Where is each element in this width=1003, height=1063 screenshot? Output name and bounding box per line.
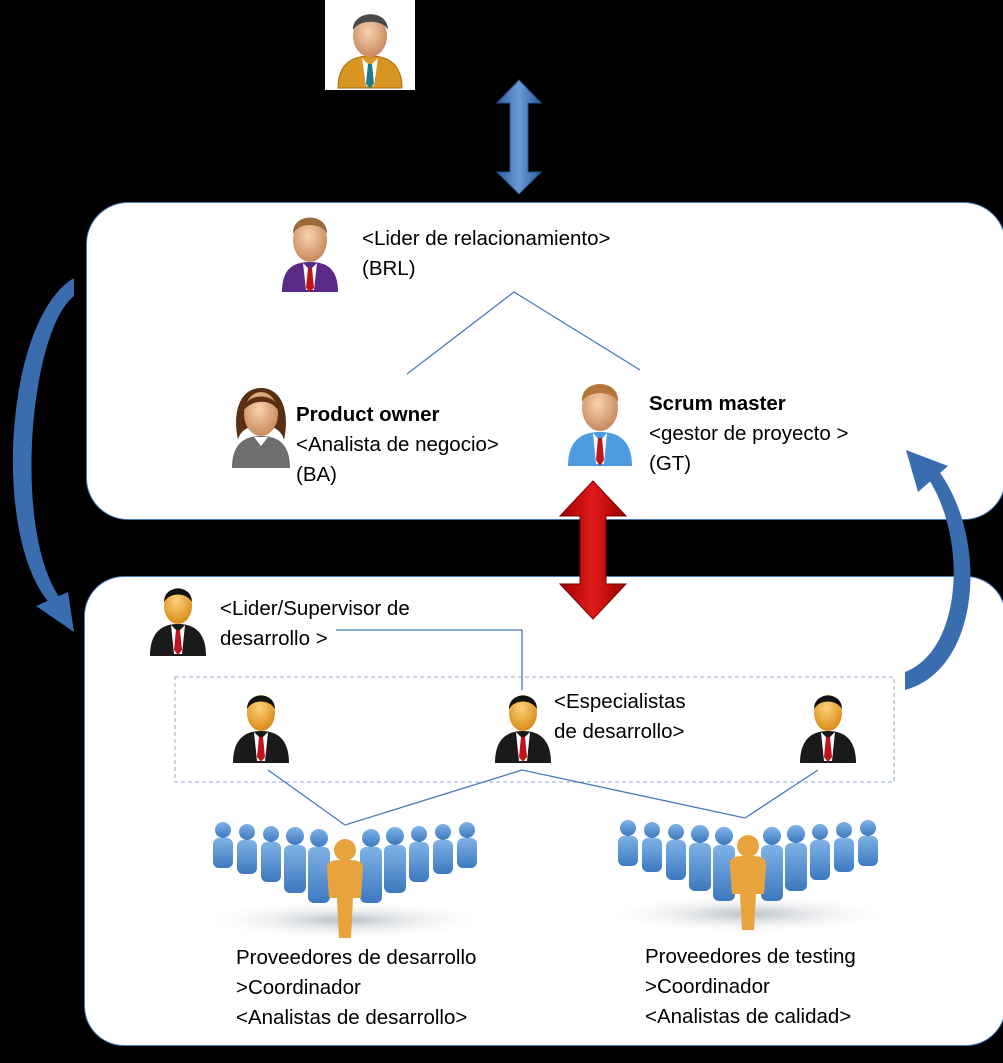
brl-role: <Lider de relacionamiento> [362,227,611,250]
specialists-line2: de desarrollo> [554,720,685,743]
scrum-master-title: Scrum master [649,392,786,415]
brl-label: <Lider de relacionamiento> (BRL) [362,224,610,284]
product-owner-role: <Analista de negocio> [296,433,499,456]
left-curved-arrow [12,278,74,632]
woman-icon [232,388,290,468]
supervisor-line2: desarrollo > [220,627,328,650]
right-curved-arrow [905,450,971,690]
scrum-master-abbr: (GT) [649,452,692,475]
hierarchy-connector [406,291,641,375]
dev-providers-line3: <Analistas de desarrollo> [236,1006,468,1029]
specialists-line1: <Especialistas [554,690,686,713]
product-owner-abbr: (BA) [296,463,337,486]
brl-abbr: (BRL) [362,257,416,280]
specialists-group-box [174,676,895,783]
development-team-panel [84,576,1003,1046]
test-providers-line2: >Coordinador [645,975,770,998]
provider-connectors [267,769,819,826]
dev-providers-line2: >Coordinador [236,976,361,999]
dev-providers-line1: Proveedores de desarrollo [236,946,477,969]
supervisor-connector [336,629,523,690]
person-purple-icon [282,217,338,292]
product-owner-label: Product owner <Analista de negocio> (BA) [296,400,499,490]
crowd-icon-testing [598,820,898,934]
specialists-label: <Especialistas de desarrollo> [554,687,686,747]
businessman-icon-specialist-center [495,695,551,763]
executive-icon [337,14,403,89]
dev-providers-label: Proveedores de desarrollo >Coordinador <… [236,943,476,1033]
businessman-icon-supervisor [150,588,206,656]
test-providers-line1: Proveedores de testing [645,945,856,968]
scrum-master-label: Scrum master <gestor de proyecto > (GT) [649,389,848,479]
businessman-icon-specialist-left [233,695,289,763]
test-providers-line3: <Analistas de calidad> [645,1005,852,1028]
vertical-double-arrow-blue [495,79,543,195]
businessman-icon-specialist-right [800,695,856,763]
scrum-master-role: <gestor de proyecto > [649,422,849,445]
supervisor-label: <Lider/Supervisor de desarrollo > [220,594,410,654]
test-providers-label: Proveedores de testing >Coordinador <Ana… [645,942,856,1032]
supervisor-line1: <Lider/Supervisor de [220,597,410,620]
person-blue-icon [568,384,632,466]
crowd-icon-development [195,822,495,940]
vertical-double-arrow-red [558,480,628,620]
product-owner-title: Product owner [296,403,440,426]
